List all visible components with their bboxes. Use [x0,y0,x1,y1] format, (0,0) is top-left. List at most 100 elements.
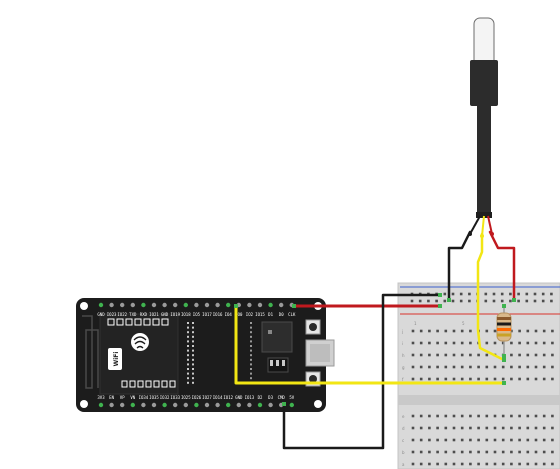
breadboard-hole [534,426,538,430]
breadboard-hole [469,377,472,381]
breadboard-hole [419,341,423,345]
row-letter: j [401,329,403,334]
smd-pad [187,368,189,370]
bottom-header-pins [98,402,294,408]
breadboard-hole [469,450,472,454]
smd-pad [250,345,252,347]
breadboard-hole [452,426,456,430]
smd-pad [187,322,189,324]
breadboard-hole [411,450,415,454]
connection-marker [502,358,506,362]
breadboard-hole [436,450,439,454]
rail-hole [533,292,537,296]
breadboard-hole [534,329,538,333]
header-pin [279,302,284,308]
rail-hole [451,292,455,296]
connection-marker [447,298,451,302]
pin-label: IO5 [193,312,201,317]
header-pin [120,302,125,308]
sensor-ground-lead [447,230,472,302]
column-number: 5 [462,321,465,326]
rail-hole [509,299,512,303]
pin-label: IO13 [245,395,255,400]
cable-end [476,212,492,218]
breadboard-hole [493,329,497,333]
module-pad [137,380,144,388]
breadboard-hole [419,462,423,466]
breadboard-hole [526,341,530,345]
breadboard-hole [436,414,439,418]
breadboard-hole [477,365,480,369]
breadboard-hole [510,377,513,381]
row-letter: h [402,353,405,358]
breadboard-hole [542,426,546,430]
smd-pad [192,358,194,361]
header-pin [204,302,210,308]
smd-pad [192,326,194,329]
breadboard-hole [510,450,513,454]
breadboard-hole [428,438,431,442]
usb-uart-chip [261,321,293,353]
pin-label: CMD [278,395,286,400]
smd-pad [187,345,189,347]
breadboard-hole [485,341,489,345]
pin-label: IO17 [202,312,212,317]
header-pin [120,402,125,408]
breadboard-hole [485,365,489,369]
pin-label: IO19 [170,312,180,317]
header-pin [109,402,114,408]
breadboard-hole [518,353,521,357]
breadboard-hole [510,462,513,466]
breadboard-hole [518,377,521,381]
en-button-cap[interactable] [309,323,317,331]
header-pin [162,302,167,308]
breadboard-hole [526,426,530,430]
breadboard-hole [444,450,448,454]
breadboard-hole [551,329,554,333]
rail-hole [509,292,512,296]
rail-hole [484,292,488,296]
row-letter: e [402,414,405,419]
module-pad [153,380,160,388]
resistor-band [497,322,511,326]
smd-pad [187,340,189,343]
breadboard-hole [469,341,472,345]
breadboard-hole [542,377,546,381]
breadboard-hole [428,329,431,333]
pin-label: D3 [268,395,273,400]
breadboard-hole [551,414,554,418]
breadboard-hole [501,426,505,430]
ground-wire [282,293,442,450]
breadboard-hole [460,329,464,333]
rail-hole [451,299,455,303]
module-pad [107,318,115,326]
breadboard-hole [460,426,464,430]
pin-label: IO25 [181,395,191,400]
breadboard-hole [452,450,456,454]
breadboard-hole [501,462,505,466]
smd-pad [187,358,189,361]
mounting-hole [80,400,88,408]
breadboard-hole [436,365,439,369]
rail-hole [525,299,529,303]
smd-pad [192,331,194,334]
breadboard-hole [419,426,423,430]
breadboard-hole [444,377,448,381]
boot-button-cap[interactable] [309,375,317,383]
breadboard-hole [518,462,521,466]
breadboard-hole [477,353,480,357]
header-pin [215,402,220,408]
smd-pad [250,368,252,370]
rail-hole [525,292,529,296]
breadboard-hole [551,462,554,466]
pin-label: IO18 [181,312,191,317]
breadboard-hole [501,450,505,454]
breadboard-hole [526,377,530,381]
pin-label: IO34 [139,395,149,400]
smd-pad [192,381,194,384]
breadboard-hole [452,414,456,418]
smd-pad [250,340,252,343]
connection-marker [292,304,296,308]
row-letter: g [402,365,405,370]
breadboard-hole [485,462,489,466]
